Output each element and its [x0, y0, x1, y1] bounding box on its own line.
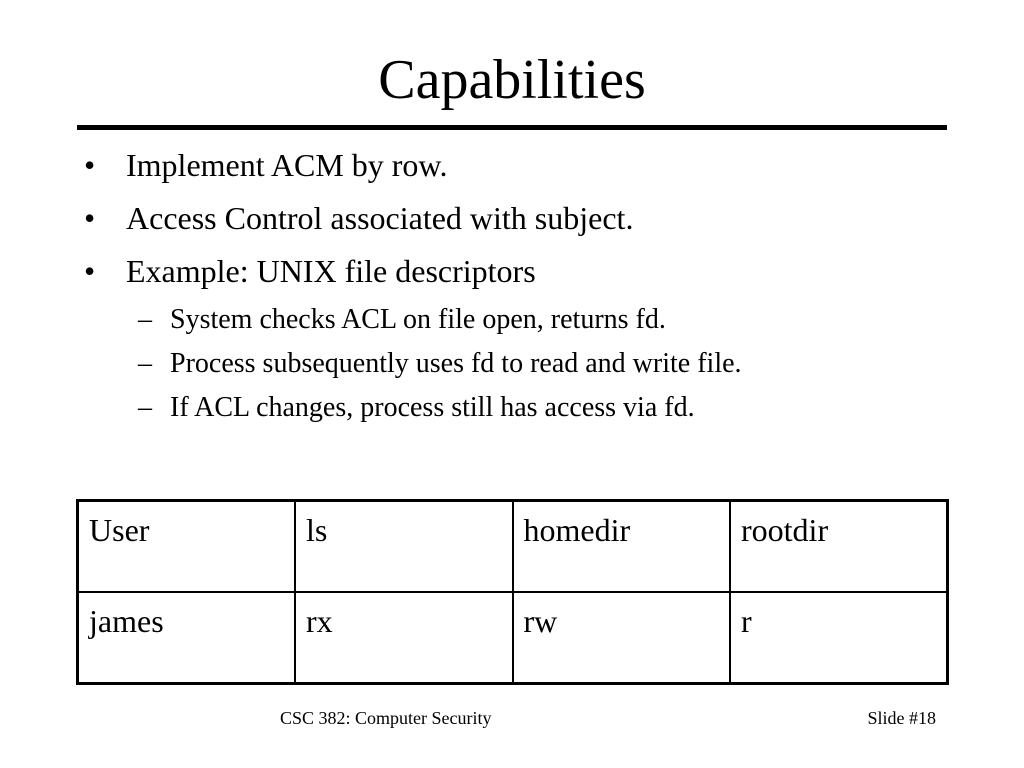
table-header-cell: ls	[294, 499, 514, 593]
table-cell: rw	[511, 591, 731, 685]
sub-bullet-text: System checks ACL on file open, returns …	[170, 304, 666, 335]
table-cell: rx	[294, 591, 514, 685]
table-header-cell: rootdir	[729, 499, 949, 593]
bullet-mark: •	[84, 200, 96, 236]
bullet-list: • Implement ACM by row. • Access Control…	[84, 139, 964, 430]
table-header-cell: homedir	[511, 499, 731, 593]
bullet-text: Implement ACM by row.	[126, 147, 448, 183]
bullet-item: • Access Control associated with subject…	[84, 192, 964, 245]
footer-slide-number: Slide #18	[867, 708, 936, 728]
bullet-mark: •	[84, 147, 96, 183]
sub-bullet-item: – If ACL changes, process still has acce…	[84, 386, 964, 430]
sub-bullet-text: Process subsequently uses fd to read and…	[170, 348, 742, 379]
slide-title: Capabilities	[378, 49, 646, 111]
bullet-mark: •	[84, 253, 96, 289]
table-cell: r	[729, 591, 949, 685]
capability-table: User ls homedir rootdir james rx rw r	[76, 499, 949, 685]
bullet-item: • Example: UNIX file descriptors	[84, 245, 964, 298]
bullet-item: • Implement ACM by row.	[84, 139, 964, 192]
bullet-text: Example: UNIX file descriptors	[126, 253, 536, 289]
table-header-row: User ls homedir rootdir	[76, 499, 949, 593]
sub-bullet-text: If ACL changes, process still has access…	[170, 392, 695, 423]
table-row: james rx rw r	[76, 591, 949, 685]
sub-bullet-mark: –	[138, 304, 152, 335]
sub-bullet-mark: –	[138, 348, 152, 379]
table-cell: james	[76, 591, 296, 685]
sub-bullet-item: – Process subsequently uses fd to read a…	[84, 342, 964, 386]
bullet-text: Access Control associated with subject.	[126, 200, 634, 236]
footer-course: CSC 382: Computer Security	[280, 708, 492, 728]
title-divider	[77, 125, 947, 130]
sub-bullet-mark: –	[138, 392, 152, 423]
table-header-cell: User	[76, 499, 296, 593]
sub-bullet-item: – System checks ACL on file open, return…	[84, 298, 964, 342]
